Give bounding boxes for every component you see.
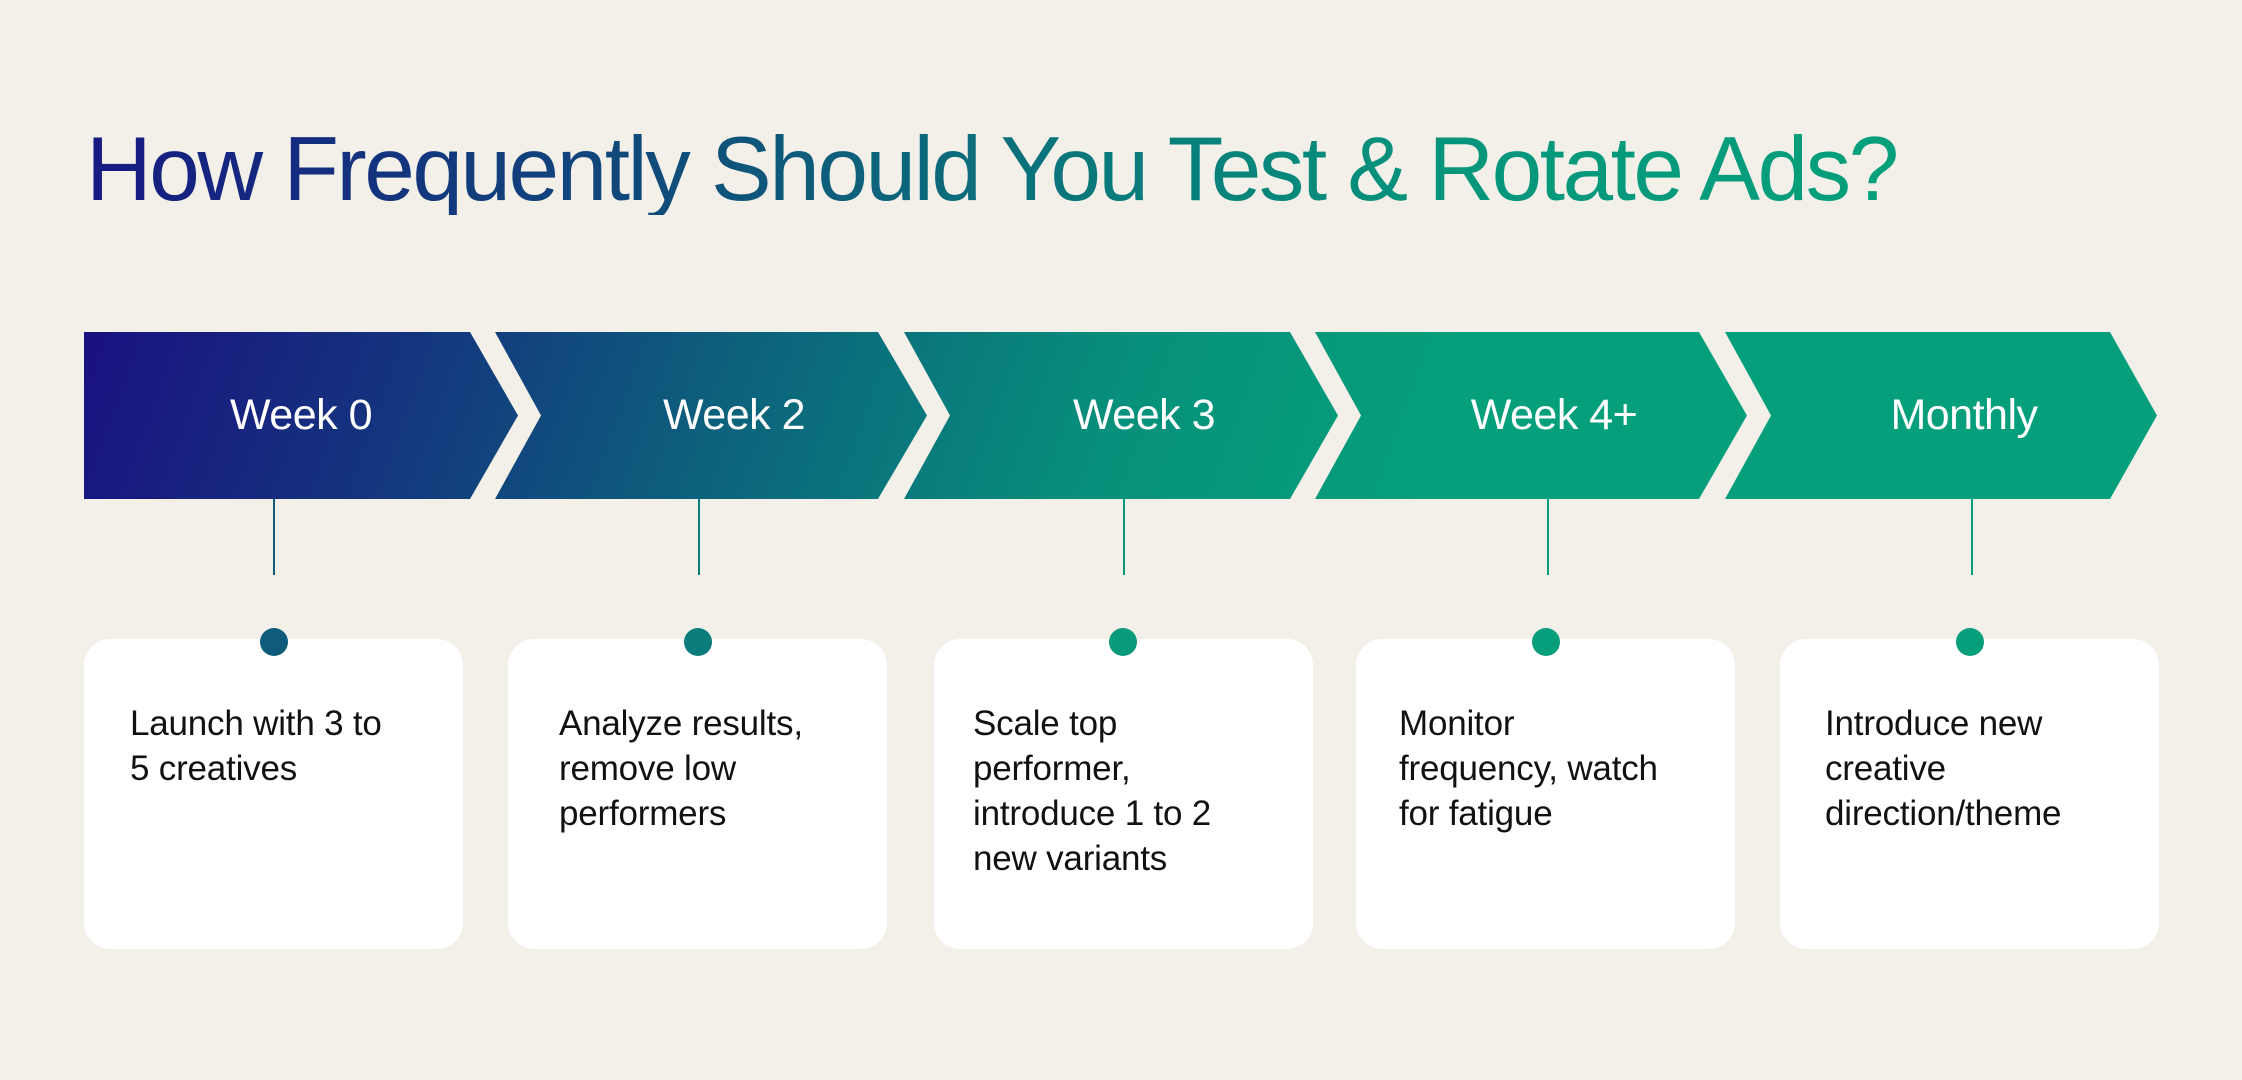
step-card-week-2: Analyze results, remove low performers [508,639,887,949]
step-label: Monthly [1890,391,2038,439]
step-card-week-3: Scale top performer, introduce 1 to 2 ne… [934,639,1313,949]
step-card-week-4-plus: Monitor frequency, watch for fatigue [1356,639,1735,949]
timeline-dot [1109,628,1137,656]
step-card-week-0: Launch with 3 to 5 creatives [84,639,463,949]
page-title: How Frequently Should You Test & Rotate … [86,119,1899,220]
step-description: Introduce new creative direction/theme [1825,704,2062,833]
step-monthly: Monthly [1725,332,2157,499]
step-label: Week 0 [230,391,373,439]
step-week-4-plus: Week 4+ [1315,332,1747,499]
step-label: Week 3 [1073,391,1216,439]
step-week-0: Week 0 [84,332,518,499]
step-week-3: Week 3 [904,332,1338,499]
step-description: Analyze results, remove low performers [559,704,803,833]
timeline-dot [260,628,288,656]
connector-line [1971,499,1973,575]
connector-line [273,499,275,575]
step-label: Week 4+ [1470,391,1638,439]
timeline-dot [1956,628,1984,656]
connector-line [1547,499,1549,575]
step-label: Week 2 [663,391,806,439]
step-description: Scale top performer, introduce 1 to 2 ne… [973,704,1212,878]
connector-line [698,499,700,575]
timeline-dot [684,628,712,656]
step-card-monthly: Introduce new creative direction/theme [1780,639,2159,949]
step-week-2: Week 2 [495,332,927,499]
step-description: Launch with 3 to 5 creatives [130,704,382,788]
step-description: Monitor frequency, watch for fatigue [1399,704,1658,833]
connector-line [1123,499,1125,575]
timeline-dot [1532,628,1560,656]
